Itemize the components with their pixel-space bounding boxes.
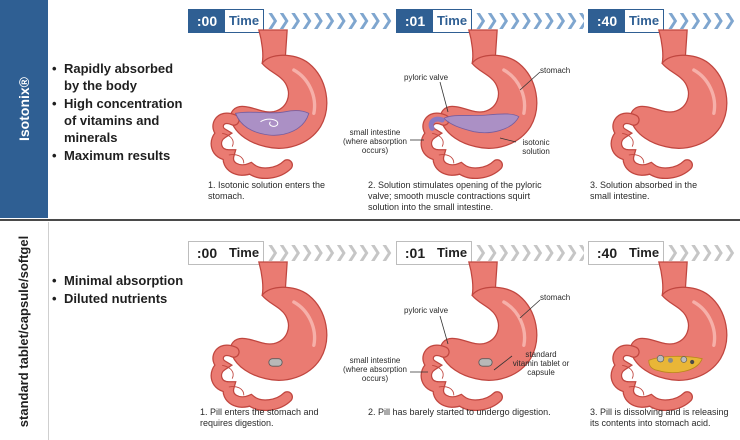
annotation-isotonic-solution: isotonic solution [522,138,550,156]
time-word: Time [433,242,471,264]
time-word: Time [625,10,663,32]
chevron-arrow-icon: ❯❯❯❯❯❯❯❯❯❯❯ [474,244,584,261]
stomach-illustration-bottom-1 [198,262,348,412]
time-word: Time [225,242,263,264]
isotonix-benefits-list: Rapidly absorbed by the body High concen… [52,60,184,165]
stomach-illustration-top-1 [198,30,348,180]
time-value: :01 [397,242,433,264]
list-item: Diluted nutrients [52,290,192,307]
caption-bottom-1: 1.Pill enters the stomach and requires d… [200,407,332,429]
annotation-vitamin-tablet: standard vitamin tablet or capsule [512,350,570,377]
stomach-illustration-top-2 [408,30,558,180]
caption-number: 3. [590,180,598,190]
stomach-illustration-bottom-2 [408,262,558,412]
caption-text: Solution stimulates opening of the pylor… [368,180,542,212]
time-value: :01 [397,10,433,32]
annotation-small-intestine: small intestine (where absorption occurs… [342,356,408,383]
time-value: :40 [589,10,625,32]
list-item: High concentration of vitamins and miner… [52,95,184,146]
standard-drawbacks-list: Minimal absorption Diluted nutrients [52,272,192,308]
caption-text: Solution absorbed in the small intestine… [590,180,698,201]
caption-bottom-2: 2.Pill has barely started to undergo dig… [368,407,558,418]
time-badge-bottom-3: :40 Time [588,241,664,265]
caption-text: Isotonic solution enters the stomach. [208,180,326,201]
caption-number: 2. [368,180,376,190]
chevron-arrow-icon: ❯❯❯❯❯❯❯❯❯❯❯ [666,12,736,29]
chevron-arrow-icon: ❯❯❯❯❯❯❯❯❯❯❯ [266,244,392,261]
list-item: Maximum results [52,147,184,164]
time-badge-top-2: :01 Time [396,9,472,33]
annotation-pyloric-valve: pyloric valve [404,73,449,82]
standard-section-label: standard tablet/capsule/softgel [0,222,49,440]
caption-top-1: 1.Isotonic solution enters the stomach. [208,180,328,202]
list-item: Rapidly absorbed by the body [52,60,184,94]
section-divider [0,219,740,221]
time-value: :00 [189,10,225,32]
caption-text: Pill has barely started to undergo diges… [378,407,551,417]
caption-text: Pill is dissolving and is releasing its … [590,407,729,428]
annotation-pyloric-valve: pyloric valve [404,306,449,315]
time-badge-bottom-2: :01 Time [396,241,472,265]
stomach-illustration-bottom-3 [598,262,740,412]
list-item: Minimal absorption [52,272,192,289]
annotation-small-intestine: small intestine (where absorption occurs… [342,128,408,155]
time-badge-bottom-1: :00 Time [188,241,264,265]
time-badge-top-3: :40 Time [588,9,664,33]
chevron-arrow-icon: ❯❯❯❯❯❯❯❯❯❯❯ [266,12,392,29]
caption-top-3: 3.Solution absorbed in the small intesti… [590,180,720,202]
annotation-stomach: stomach [540,66,571,75]
time-value: :40 [589,242,625,264]
caption-number: 1. [200,407,208,417]
chevron-arrow-icon: ❯❯❯❯❯❯❯❯❯❯❯ [666,244,736,261]
caption-number: 3. [590,407,598,417]
annotation-stomach: stomach [540,293,571,302]
isotonix-section-label: Isotonix® [0,0,48,218]
time-value: :00 [189,242,225,264]
caption-text: Pill enters the stomach and requires dig… [200,407,319,428]
caption-bottom-3: 3.Pill is dissolving and is releasing it… [590,407,736,429]
time-badge-top-1: :00 Time [188,9,264,33]
time-word: Time [433,10,471,32]
pill-icon [268,358,283,367]
caption-number: 2. [368,407,376,417]
chevron-arrow-icon: ❯❯❯❯❯❯❯❯❯❯❯ [474,12,584,29]
pill-icon [478,358,493,367]
time-word: Time [625,242,663,264]
time-word: Time [225,10,263,32]
caption-number: 1. [208,180,216,190]
caption-top-2: 2.Solution stimulates opening of the pyl… [368,180,558,213]
